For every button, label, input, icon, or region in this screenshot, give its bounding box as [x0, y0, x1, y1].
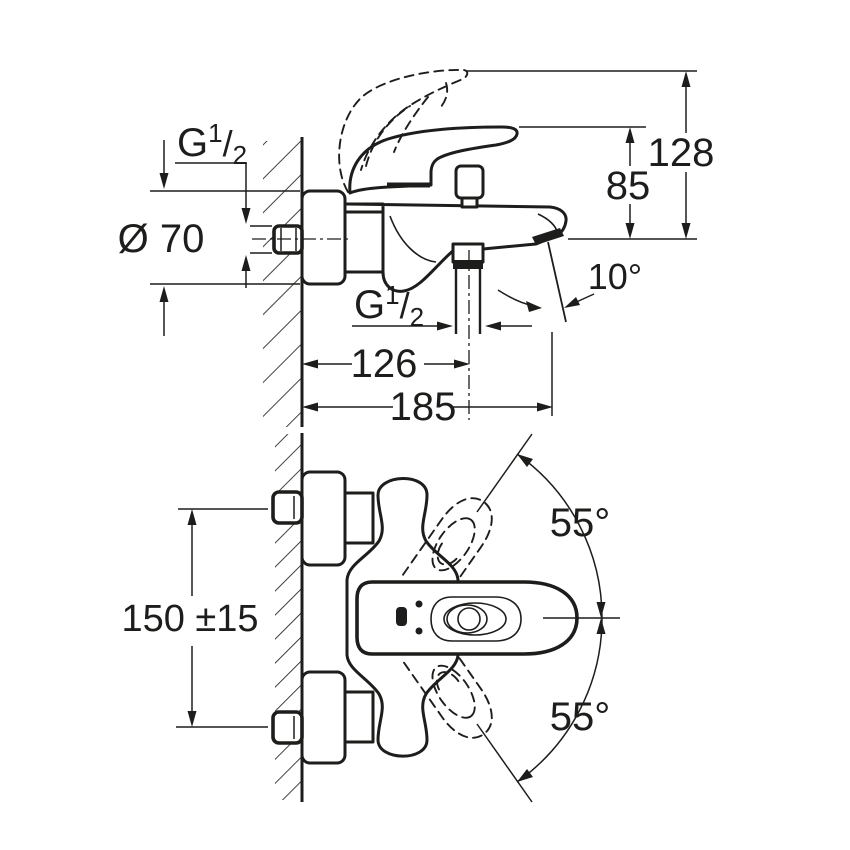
lever-handle-front	[355, 580, 579, 656]
lever-cap-ring	[446, 604, 488, 634]
lever-cap-dot-ring	[457, 607, 481, 631]
union-nut-top	[343, 491, 375, 545]
swing-up-label: 55°	[550, 501, 611, 545]
overall-depth-label: 185	[390, 385, 457, 429]
handle-position-up-dashed	[402, 497, 493, 604]
handle-position-down-dashed	[402, 632, 493, 739]
detail-dot	[415, 600, 423, 608]
aerator	[532, 228, 564, 245]
escutcheon-flange-top	[300, 470, 347, 567]
wall-to-outlet-label: 126	[351, 342, 418, 386]
diverter-knob	[454, 164, 485, 200]
escutcheon-flange-bottom	[300, 670, 347, 765]
outlet-collar	[451, 242, 485, 264]
union-nut-bottom	[343, 690, 375, 744]
pivot-mark	[396, 607, 407, 626]
dimension-wall-thread: G1/2	[175, 118, 272, 288]
detail-dot	[415, 627, 423, 635]
spout-height-label: 85	[606, 164, 651, 208]
dimension-spout-angle: 10°	[497, 241, 642, 323]
dimension-spout-height: 85	[606, 127, 651, 239]
dimension-wall-to-outlet: 126	[302, 342, 470, 386]
spout-angle-label: 10°	[588, 256, 642, 297]
swing-arc-up	[516, 453, 603, 619]
front-view: 55° 55° 150 ±15	[121, 433, 620, 803]
dimension-outlet-thread: G1/2	[352, 280, 532, 332]
swing-ray-up	[476, 433, 533, 513]
outlet-thread-label: G1/2	[354, 280, 424, 332]
wall-hatching	[275, 434, 302, 800]
dimension-overall-depth: 185	[302, 385, 553, 429]
outlet-thread-band	[453, 260, 483, 269]
wall-union-hex-bottom	[271, 710, 304, 745]
side-view: 128 85 G1/2 Ø 7	[118, 68, 715, 429]
connection-distance-label: 150 ±15	[121, 598, 258, 640]
swing-arc-down	[516, 617, 603, 783]
flange-diameter-label: Ø 70	[118, 217, 205, 261]
overall-height-label: 128	[648, 131, 715, 175]
dimension-overall-height: 128	[648, 71, 715, 239]
wall-union-hex-top	[271, 490, 304, 525]
dimension-flange-diameter: Ø 70	[118, 140, 300, 336]
swing-ray-down	[476, 723, 533, 803]
escutcheon-flange	[300, 189, 347, 286]
union-nut	[343, 210, 385, 274]
lever-handle	[348, 125, 519, 195]
swing-down-label: 55°	[550, 695, 611, 739]
lever-cap-oval	[443, 602, 507, 636]
body-shell-contour	[389, 215, 437, 263]
dimension-connection-distance: 150 ±15	[121, 508, 268, 728]
wall-thread-label: G1/2	[177, 118, 247, 170]
lever-inner-contour	[430, 596, 522, 642]
